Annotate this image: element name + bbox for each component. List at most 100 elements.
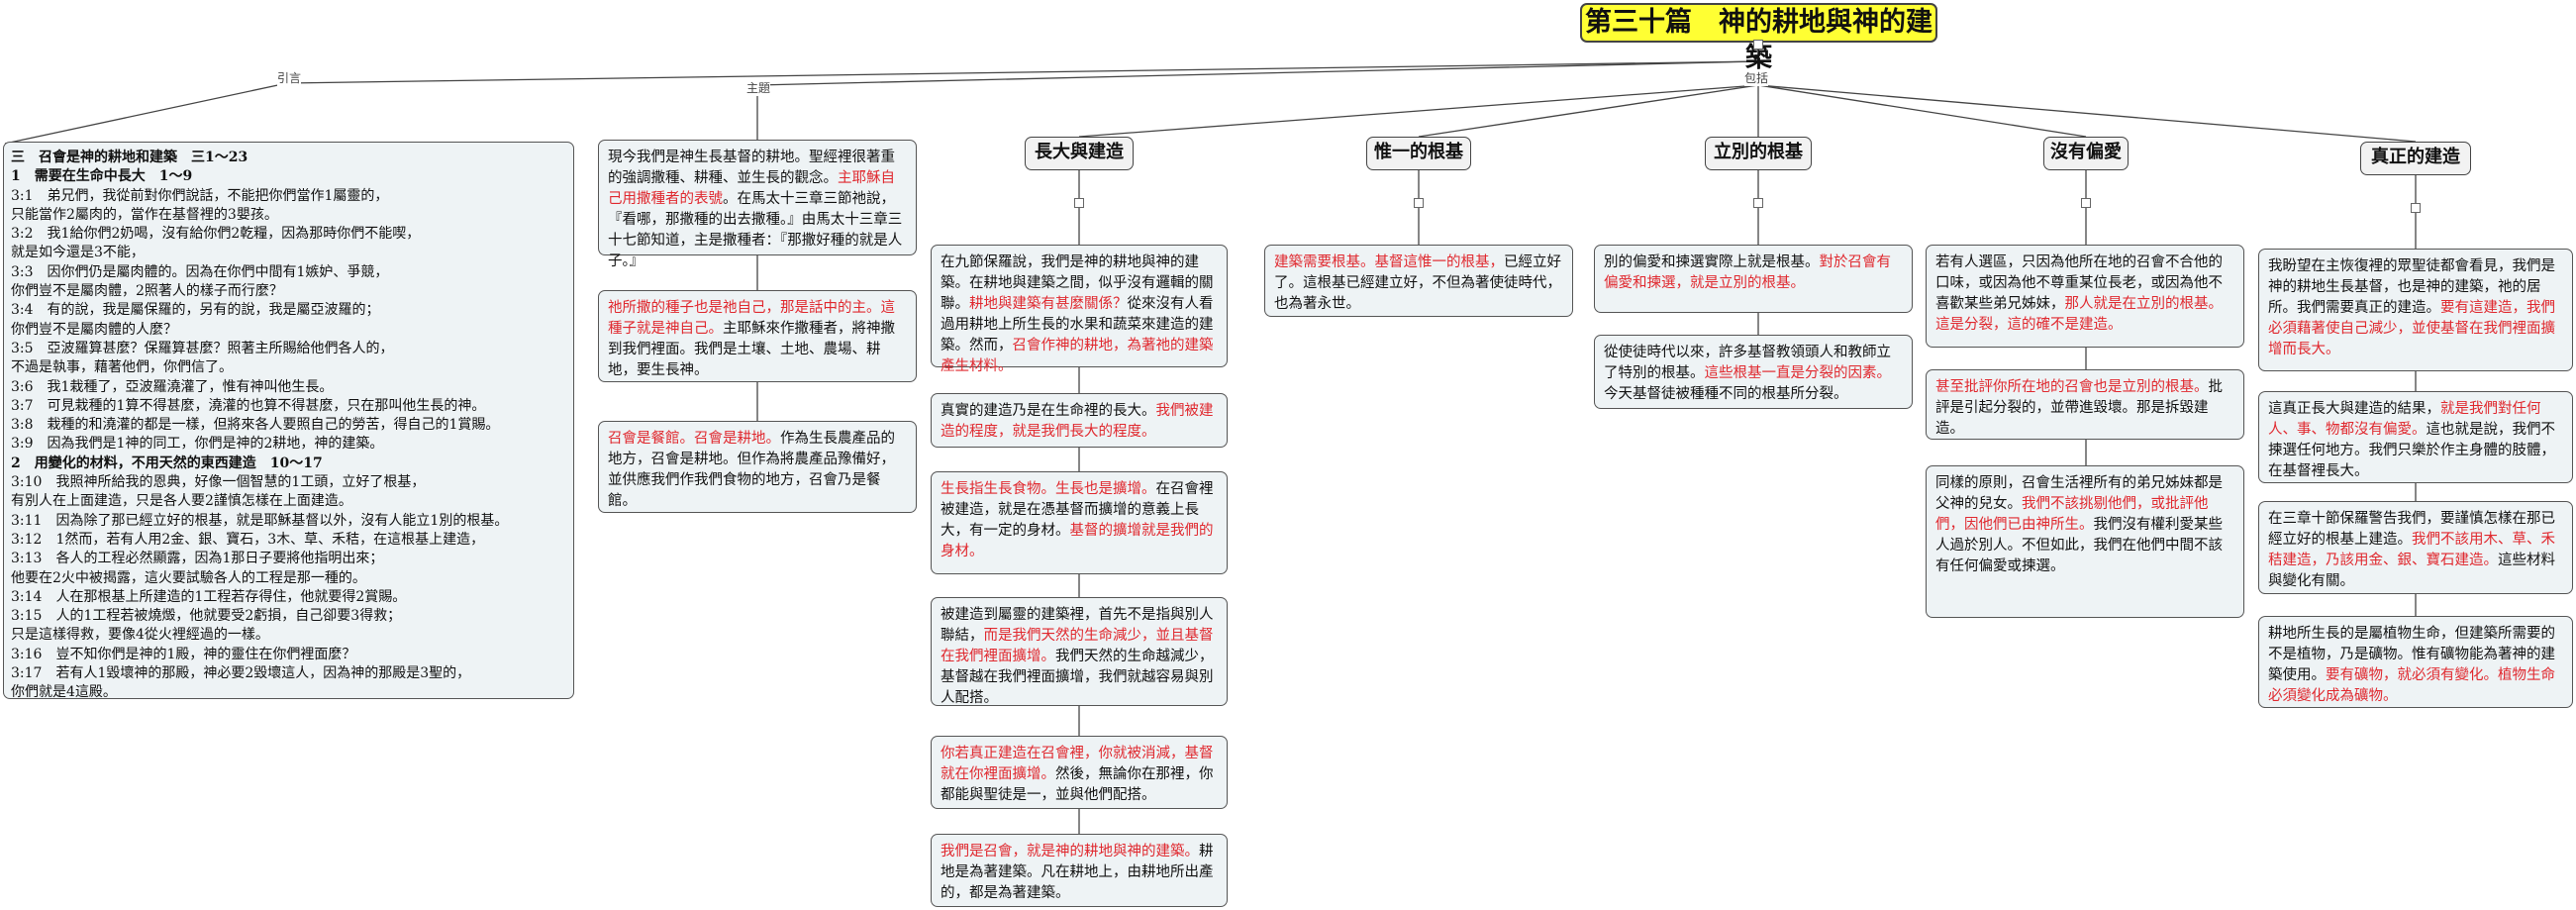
note-text: 的地方，召會是耕地。但作為將農產品豫備 bbox=[608, 431, 895, 467]
note-text: 太十三章三十七節知道，主是撒種者：『那 bbox=[608, 212, 903, 249]
note-text: 代，也為著永世。 bbox=[1274, 275, 1561, 312]
note-text: 批評是引起分裂的，並帶進毀壞。那是拆毀 bbox=[1935, 379, 2223, 416]
scripture-line: 3:13 各人的工程必然顯露，因為1那日子要將他指明出來； bbox=[11, 551, 384, 567]
heading-no-preference[interactable]: 沒有偏愛 bbox=[2043, 137, 2129, 170]
note-text: 聯結， bbox=[941, 628, 984, 644]
note-text: 是神的耕地生長基督，也是神的建築，祂的 bbox=[2268, 258, 2555, 295]
scripture-line: 只是這樣得救，要像4從火裡經過的一樣。 bbox=[11, 627, 269, 644]
main-note-restaurant: 召會是餐館。召會是耕地。作為生長農產品的地方，召會是耕地。但作為將農產品豫備好，… bbox=[598, 421, 917, 513]
highlight-text: 他們，因他們已由神所生。 bbox=[1935, 496, 2209, 533]
scripture-line: 你們豈不是屬肉體，2照著人的樣子而行麼？ bbox=[11, 283, 283, 300]
note-text: 神撒到我們裡面。我們是土壤、土地、農場 bbox=[608, 321, 895, 357]
note-text: 我們沒有權利愛 bbox=[2093, 517, 2195, 533]
note-text: 的口味，或因為他不尊重某位長老，或因為 bbox=[1935, 254, 2223, 291]
heading-unique-foundation[interactable]: 惟一的根基 bbox=[1366, 137, 1471, 170]
note-text: 同樣的原則，召會生活裡所有的弟兄姊妹都 bbox=[1935, 475, 2209, 491]
note-text: 。然而， bbox=[954, 338, 1013, 354]
highlight-text: 召會是餐館。召會是耕地。 bbox=[608, 431, 780, 447]
highlight-text: 生長指生長食物。生長也是擴增。 bbox=[941, 481, 1156, 497]
collapse-toggle-icon[interactable] bbox=[2411, 203, 2421, 213]
note-text: 重的強調撒種、耕種、並生長的觀念。 bbox=[608, 150, 895, 186]
highlight-text: 祂所撒的種子也是祂自己，那是話中的主。 bbox=[608, 300, 881, 316]
highlight-text: 、禾秸建造，乃該用金、銀、寶石建造。 bbox=[2268, 532, 2555, 568]
note-text: 若有人選區，只因為他所在地的召會不合他 bbox=[1935, 254, 2209, 270]
scripture-heading: 1 需要在生命中長大 1～9 bbox=[11, 168, 193, 185]
collapse-toggle-icon[interactable] bbox=[1414, 198, 1424, 208]
note-text: 體，在基督裡長大。 bbox=[2268, 443, 2555, 479]
highlight-text: 召會作神的耕地，為著祂的建築產 bbox=[941, 338, 1214, 374]
growth-note: 我們是召會，就是神的耕地與神的建築。耕地是為著建築。凡在耕地上，由耕地所出產的，… bbox=[931, 834, 1228, 907]
scripture-line: 3:9 因為我們是1神的同工，你們是神的2耕地，神的建築。 bbox=[11, 436, 384, 453]
scripture-line: 他要在2火中被揭露，這火要試驗各人的工程是那一種的。 bbox=[11, 569, 366, 586]
note-text: 從來沒有人看過 bbox=[941, 296, 1214, 333]
no-preference-note: 同樣的原則，召會生活裡所有的弟兄姊妹都是父神的兒女。我們不該挑剔他們，或批評他們… bbox=[1926, 465, 2244, 618]
note-text: 建造。 bbox=[1935, 400, 2209, 437]
scripture-line: 3:15 人的1工程若被燒燬，他就要受2虧損，自己卻要3得救； bbox=[11, 608, 402, 625]
highlight-text: 穌自己用撒種者的表號 bbox=[608, 170, 895, 207]
scripture-line: 有別人在上面建造，只是各人要2謹慎怎樣在上面建造。 bbox=[11, 493, 352, 510]
collapse-toggle-icon[interactable] bbox=[2081, 198, 2091, 208]
highlight-text: 對於召會 bbox=[1819, 254, 1877, 270]
note-text: 。在耕地與建築之間，似乎沒有邏輯的關聯 bbox=[941, 275, 1214, 312]
scripture-line: 3:5 亞波羅算甚麼？保羅算甚麼？照著主所賜給他們各人的， bbox=[11, 340, 394, 356]
scripture-line: 3:14 人在那根基上所建造的1工程若存得住，他就要得2賞賜。 bbox=[11, 588, 407, 605]
scripture-line: 3:10 我照神所給我的恩典，好像一個智慧的1工頭，立好了根基， bbox=[11, 474, 426, 491]
note-text: 被建造，就是在憑基督而擴增的意義上長大 bbox=[941, 502, 1199, 539]
note-text: 好，並供應我們作我們食物的地方，召會乃 bbox=[608, 452, 895, 488]
highlight-text: 就是我們對任何 bbox=[2440, 401, 2541, 417]
highlight-text: 我們被建 bbox=[1155, 403, 1214, 419]
note-text: 耕地所生長的是屬植物生命，但建築所需要 bbox=[2268, 626, 2541, 642]
highlight-text: 建築需要根基。基督這惟一的根基， bbox=[1274, 254, 1504, 270]
label-intro: 引言 bbox=[277, 69, 302, 86]
highlight-text: 主耶 bbox=[838, 170, 866, 186]
scripture-line: 3:12 1然而，若有人用2金、銀、寶石，3木、草、禾秸，在這根基上建造， bbox=[11, 531, 485, 548]
note-text: 真實的建造乃是在生命裡的長大。 bbox=[941, 403, 1156, 419]
no-preference-note: 若有人選區，只因為他所在地的召會不合他的口味，或因為他不尊重某位長老，或因為他不… bbox=[1926, 245, 2244, 348]
note-text: 我盼望在主恢復裡的眾聖徒都會看見，我們 bbox=[2268, 258, 2541, 274]
highlight-text: 裡面擴增而長大。 bbox=[2268, 321, 2555, 357]
highlight-text: 你若真正建造在召會裡，你就被消減，基督 bbox=[941, 746, 1214, 761]
true-building-note: 在三章十節保羅警告我們，要謹慎怎樣在那已經立好的根基上建造。我們不該用木、草、禾… bbox=[2258, 501, 2573, 594]
highlight-text: 就在你裡面擴增。 bbox=[941, 766, 1055, 782]
scripture-line: 3:2 我1給你們2奶喝，沒有給你們2乾糧，因為那時你們不能喫， bbox=[11, 226, 421, 243]
note-text: 用耕地上所生長的水果和蔬菜來建造的建築 bbox=[941, 317, 1214, 354]
map-title: 第三十篇 神的耕地與神的建築 bbox=[1580, 3, 1937, 73]
note-text: 這也就是說，我們 bbox=[2426, 422, 2541, 438]
true-building-note: 耕地所生長的是屬植物生命，但建築所需要的不是植物，乃是礦物。惟有礦物能為著神的建… bbox=[2258, 616, 2573, 708]
highlight-text: 在我們裡面擴增。 bbox=[941, 649, 1055, 664]
main-note-sowing: 現今我們是神生長基督的耕地。聖經裡很著重的強調撒種、耕種、並生長的觀念。主耶穌自… bbox=[598, 140, 917, 269]
note-text: 。 bbox=[954, 296, 970, 312]
note-text: 都能與聖徒是一，並與他們配搭。 bbox=[941, 787, 1156, 803]
highlight-text: 我們是召會，就是神的耕地與神的建築。 bbox=[941, 844, 1199, 859]
note-text: 的不是植物，乃是礦物。惟有礦物能為著神 bbox=[2268, 626, 2555, 662]
scripture-line: 就是如今還是3不能， bbox=[11, 245, 145, 261]
other-foundation-note: 從使徒時代以來，許多基督教領頭人和教師立了特別的根基。這些根基一直是分裂的因素。… bbox=[1594, 335, 1913, 409]
note-text: 基督越在我們裡面擴增，我們就越容易與別 bbox=[941, 669, 1214, 685]
label-sub: 包括 bbox=[1744, 69, 1769, 86]
note-text: 是餐館。 bbox=[608, 472, 881, 509]
note-text: 居所。我們需要真正的建造。 bbox=[2268, 279, 2541, 316]
collapse-toggle-icon[interactable] bbox=[1753, 40, 1763, 50]
growth-note: 在九節保羅說，我們是神的耕地與神的建築。在耕地與建築之間，似乎沒有邏輯的關聯。耕… bbox=[931, 245, 1228, 374]
note-text: 在召會裡 bbox=[1155, 481, 1214, 497]
highlight-text: 生材料。 bbox=[954, 358, 1013, 374]
highlight-text: 有偏愛和揀選，就是立別的根基。 bbox=[1604, 254, 1891, 291]
heading-growth-and-building[interactable]: 長大與建造 bbox=[1025, 137, 1134, 170]
highlight-text: 這種子就是神自己。 bbox=[608, 300, 895, 337]
note-text: 的建築使用。 bbox=[2268, 647, 2555, 683]
note-text: 不揀選任何地方。我們只樂於作主身體的肢 bbox=[2268, 422, 2555, 458]
label-main: 主題 bbox=[746, 79, 771, 96]
highlight-text: 甚至批評你所在地的召會也是立別的根基。 bbox=[1935, 379, 2209, 395]
note-text: 主耶穌來作撒種者，將 bbox=[723, 321, 866, 337]
scripture-line: 3:11 因為除了那已經立好的根基，就是耶穌基督以外，沒有人能立1別的根基。 bbox=[11, 512, 509, 529]
heading-other-foundation[interactable]: 立別的根基 bbox=[1705, 137, 1812, 170]
collapse-toggle-icon[interactable] bbox=[1074, 198, 1084, 208]
growth-note: 被建造到屬靈的建築裡，首先不是指與別人聯結，而是我們天然的生命減少，並且基督在我… bbox=[931, 597, 1228, 706]
scripture-line: 你們豈不是屬肉體的人麼？ bbox=[11, 321, 177, 338]
note-text: 今天基督徒被種種不同的根基所分裂。 bbox=[1604, 386, 1848, 402]
other-foundation-note: 別的偏愛和揀選實際上就是根基。對於召會有偏愛和揀選，就是立別的根基。 bbox=[1594, 245, 1913, 313]
heading-true-building[interactable]: 真正的建造 bbox=[2360, 142, 2471, 175]
note-text: 人配搭。 bbox=[941, 690, 998, 706]
collapse-toggle-icon[interactable] bbox=[1753, 198, 1763, 208]
highlight-text: 而是我們天然的生命減少，並且基督 bbox=[983, 628, 1214, 644]
